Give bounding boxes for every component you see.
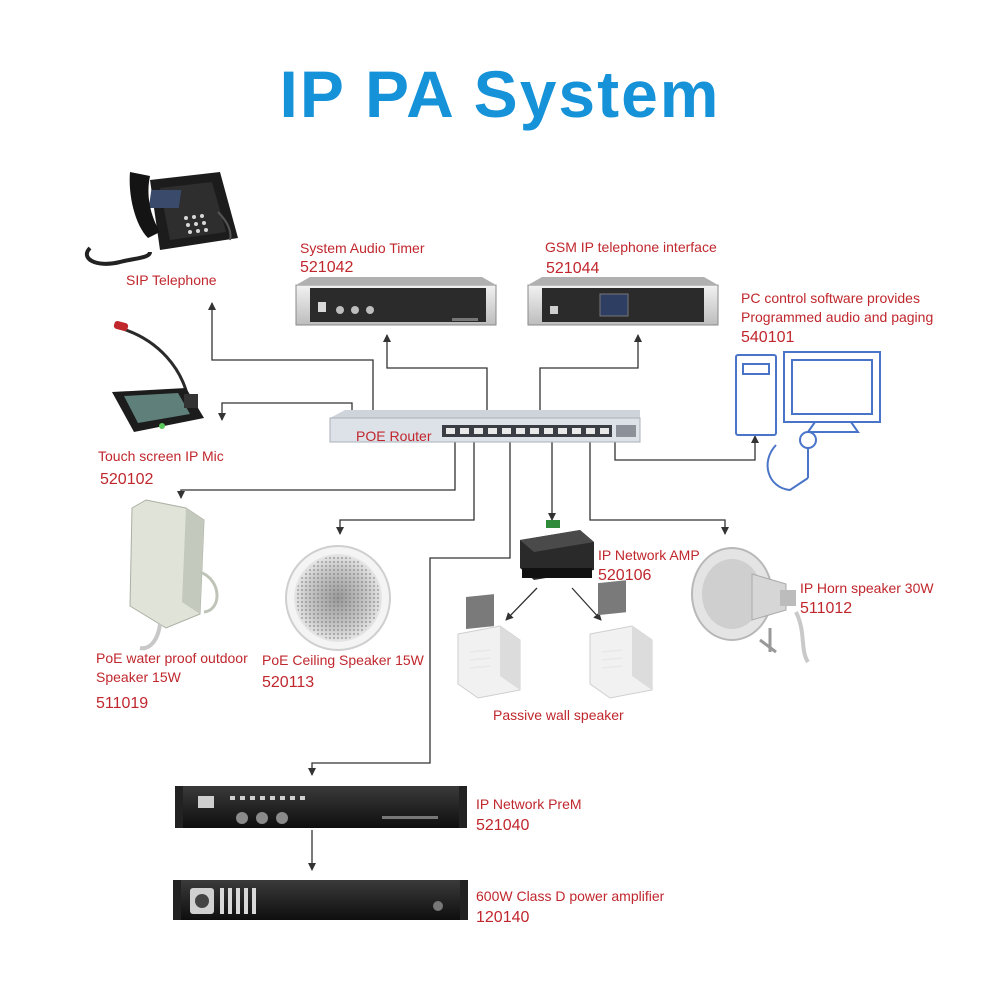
- pc-control-device: [735, 351, 881, 492]
- ip-mic-name: Touch screen IP Mic: [98, 448, 224, 464]
- ip-mic-device: [112, 320, 204, 432]
- diagram-title: IP PA System: [279, 57, 721, 131]
- pc-control-name-line1: PC control software provides: [741, 290, 920, 306]
- ip-mic-code: 520102: [100, 471, 154, 488]
- prem-code: 521040: [476, 817, 530, 834]
- link-amp-wall-left: [505, 587, 538, 621]
- link-audio-timer: [383, 334, 488, 420]
- link-ip-mic: [218, 402, 353, 421]
- link-gsm-interface: [539, 334, 642, 420]
- network-amp-code: 520106: [598, 567, 652, 584]
- link-prem: [308, 442, 511, 776]
- connection-lines: [177, 302, 759, 871]
- wall-speaker-left-device: [457, 594, 521, 699]
- power-amp-device: [173, 880, 468, 920]
- link-ceiling-speaker: [336, 442, 475, 535]
- ceiling-speaker-code: 520113: [262, 674, 315, 691]
- gsm-interface-name: GSM IP telephone interface: [545, 239, 717, 255]
- gsm-interface-code: 521044: [546, 260, 600, 277]
- ceiling-speaker-name: PoE Ceiling Speaker 15W: [262, 652, 424, 668]
- outdoor-speaker-code: 511019: [96, 695, 149, 712]
- wall-speaker-right-device: [589, 580, 653, 699]
- horn-speaker-code: 511012: [800, 600, 853, 617]
- prem-device: [175, 786, 467, 828]
- router-label: POE Router: [356, 428, 432, 444]
- horn-speaker-name: IP Horn speaker 30W: [800, 580, 934, 596]
- ceiling-speaker-device: [285, 545, 391, 651]
- audio-timer-name: System Audio Timer: [300, 240, 425, 256]
- horn-speaker-device: [691, 547, 810, 664]
- outdoor-speaker-device: [129, 499, 219, 651]
- outdoor-speaker-name-line2: Speaker 15W: [96, 669, 181, 685]
- network-amp-device: [520, 520, 594, 580]
- pc-control-name-line2: Programmed audio and paging: [741, 309, 934, 325]
- wall-speaker-name: Passive wall speaker: [493, 707, 624, 723]
- audio-timer-code: 521042: [300, 259, 354, 276]
- link-sip-phone: [208, 302, 374, 420]
- poe-router-device: [329, 410, 641, 443]
- audio-timer-device: [295, 277, 497, 326]
- network-amp-name: IP Network AMP: [598, 547, 700, 563]
- sip-phone-device: [84, 172, 238, 266]
- link-outdoor-speaker: [177, 442, 456, 499]
- link-amp-wall-right: [571, 587, 602, 621]
- prem-name: IP Network PreM: [476, 796, 582, 812]
- link-horn-speaker: [589, 442, 729, 535]
- power-amp-code: 120140: [476, 909, 530, 926]
- pc-control-code: 540101: [741, 329, 795, 346]
- gsm-interface-device: [527, 277, 719, 326]
- outdoor-speaker-name-line1: PoE water proof outdoor: [96, 650, 248, 666]
- sip-phone-name: SIP Telephone: [126, 272, 217, 288]
- power-amp-name: 600W Class D power amplifier: [476, 888, 665, 904]
- link-pc-control: [614, 435, 759, 461]
